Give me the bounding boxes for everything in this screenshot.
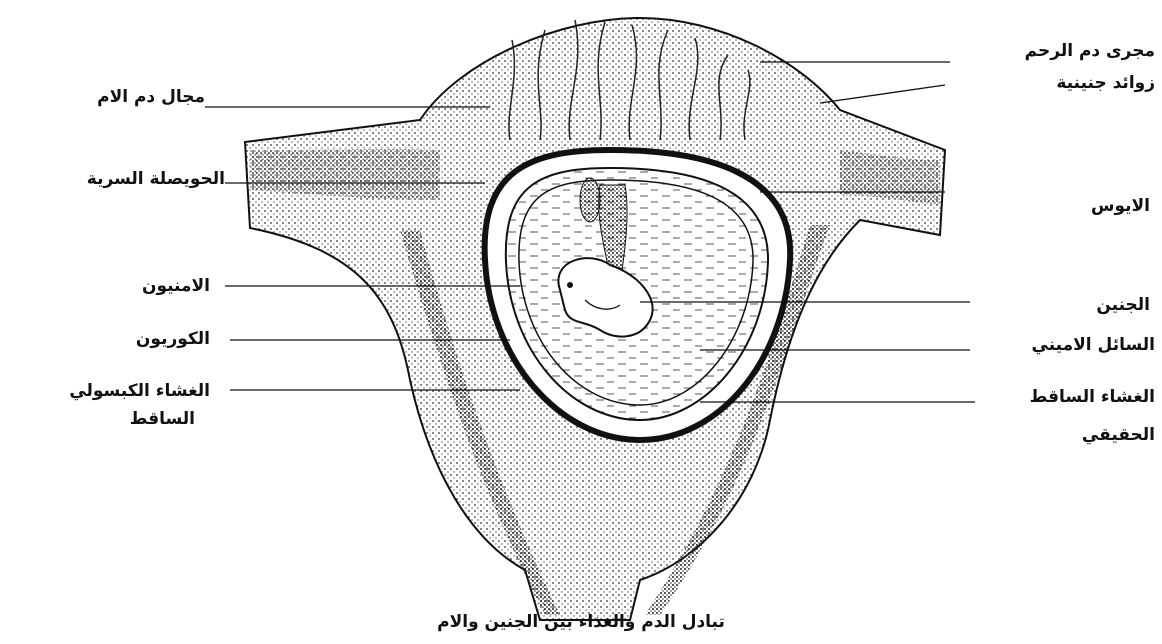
yolk-sac: [580, 178, 600, 222]
label-maternal-blood-space: مجال دم الام: [40, 88, 205, 108]
label-true-decidua-1: الغشاء الساقط: [980, 388, 1155, 408]
label-uterine-blood-flow: مجرى دم الرحم: [955, 42, 1155, 62]
label-true-decidua-2: الحقيقي: [1030, 426, 1155, 446]
label-capsular-decidua-1: الغشاء الكبسولي: [10, 382, 210, 402]
label-yolk-sac: الحويصلة السرية: [5, 170, 225, 190]
label-chorionic-villi: زوائد جنينية: [955, 74, 1155, 94]
label-decidua-basalis: الايوس: [1000, 197, 1150, 217]
label-capsular-decidua-2: الساقط: [50, 410, 195, 430]
label-chorion: الكوريون: [60, 330, 210, 350]
label-amniotic-fluid: السائل الاميني: [975, 336, 1155, 356]
label-amnion: الامنيون: [60, 277, 210, 297]
label-embryo: الجنين: [1000, 296, 1150, 316]
figure-caption: تبادل الدم والغذاء بين الجنين والام: [0, 612, 1162, 632]
